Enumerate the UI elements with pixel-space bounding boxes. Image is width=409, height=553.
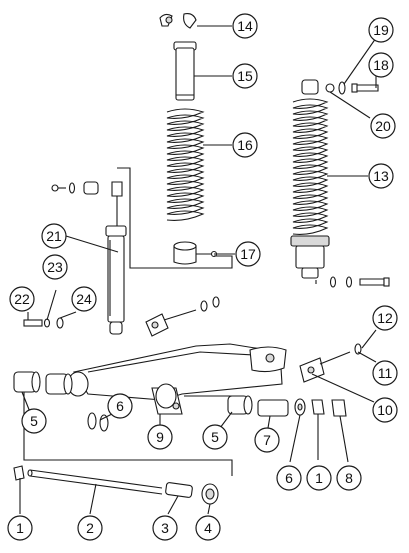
strut-top-hardware: [51, 181, 123, 226]
svg-text:8: 8: [345, 470, 353, 486]
callout-6-right: 6: [276, 465, 302, 491]
strut-body: [105, 225, 127, 335]
callout-14: 14: [232, 13, 258, 39]
svg-text:5: 5: [211, 429, 219, 445]
leader-lines: [19, 25, 377, 515]
swingarm: [67, 343, 287, 415]
coil-spring-center: [166, 108, 205, 221]
svg-text:4: 4: [204, 520, 212, 536]
callout-7: 7: [254, 427, 280, 453]
callout-24: 24: [71, 286, 97, 312]
callout-19: 19: [368, 17, 394, 43]
callout-21: 21: [41, 223, 67, 249]
svg-text:7: 7: [263, 432, 271, 448]
svg-text:13: 13: [373, 168, 389, 184]
svg-text:17: 17: [240, 246, 256, 262]
spacer-7: [257, 399, 289, 417]
svg-text:23: 23: [47, 259, 63, 275]
svg-text:2: 2: [86, 520, 94, 536]
svg-text:22: 22: [14, 291, 30, 307]
svg-text:20: 20: [375, 118, 391, 134]
left-bushing-5: [13, 371, 73, 395]
svg-text:1: 1: [16, 520, 24, 536]
svg-text:9: 9: [156, 429, 164, 445]
connector-lines: [23, 167, 233, 476]
svg-text:12: 12: [377, 310, 393, 326]
svg-text:1: 1: [315, 470, 323, 486]
callout-4: 4: [195, 515, 221, 541]
spring-retainer-cap: [159, 13, 197, 51]
callout-10: 10: [372, 397, 398, 423]
callout-12: 12: [372, 305, 398, 331]
adjuster-rod-end: [299, 343, 362, 383]
lower-mount-hardware: [315, 276, 390, 288]
svg-text:24: 24: [76, 291, 92, 307]
strut-bottom-hardware: [23, 317, 64, 329]
svg-text:6: 6: [116, 398, 124, 414]
svg-text:11: 11: [378, 365, 393, 381]
callout-11: 11: [372, 360, 398, 386]
upper-mount-hardware: [325, 81, 379, 95]
svg-text:21: 21: [46, 228, 62, 244]
svg-text:6: 6: [285, 470, 293, 486]
svg-text:14: 14: [237, 18, 253, 34]
svg-text:18: 18: [373, 57, 389, 73]
callout-18: 18: [368, 52, 394, 78]
right-bushing-5: [227, 395, 253, 415]
svg-text:16: 16: [237, 137, 253, 153]
callout-3: 3: [152, 515, 178, 541]
callout-1-left: 1: [7, 515, 33, 541]
coilover-shock: [290, 79, 330, 279]
callout-20: 20: [370, 113, 396, 139]
callout-17: 17: [235, 241, 261, 267]
right-nut-1: [311, 399, 325, 415]
pivot-shaft: [13, 465, 219, 505]
left-washers-6: [87, 412, 109, 432]
callout-1-right: 1: [306, 465, 332, 491]
callout-23: 23: [42, 254, 68, 280]
svg-text:10: 10: [377, 402, 393, 418]
right-nut-8: [331, 399, 347, 417]
svg-text:15: 15: [237, 68, 253, 84]
callout-13: 13: [368, 163, 394, 189]
spring-lower-seat: [173, 241, 218, 265]
callout-6-left: 6: [107, 393, 133, 419]
callout-22: 22: [9, 286, 35, 312]
bump-stop-sleeve: [175, 47, 195, 101]
svg-text:19: 19: [373, 22, 389, 38]
callout-9: 9: [147, 424, 173, 450]
svg-text:3: 3: [161, 520, 169, 536]
callout-8: 8: [336, 465, 362, 491]
rod-end-bolt: [145, 296, 220, 337]
callout-5-left: 5: [21, 408, 47, 434]
callout-15: 15: [232, 63, 258, 89]
callout-2: 2: [77, 515, 103, 541]
right-washer-6: [294, 398, 306, 416]
callout-5-right: 5: [202, 424, 228, 450]
svg-text:5: 5: [30, 413, 38, 429]
callout-16: 16: [232, 132, 258, 158]
